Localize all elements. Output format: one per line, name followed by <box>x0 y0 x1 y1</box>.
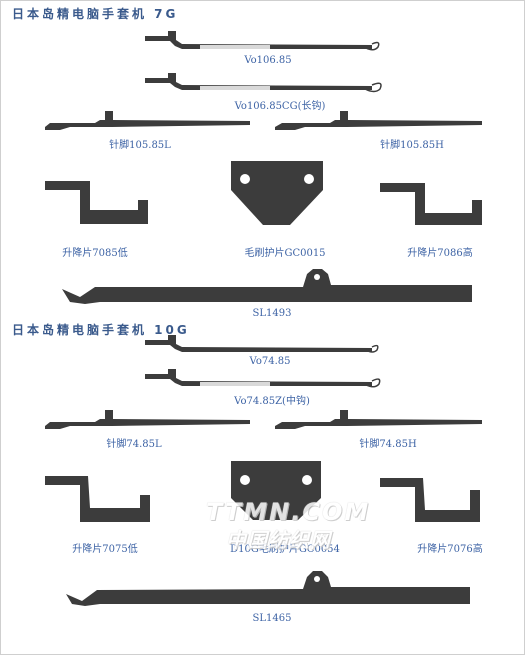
label-brush-gc0054: D10G毛刷护片GC0054 <box>230 544 340 555</box>
label-vo74-85z: Vo74.85Z(中钩) <box>234 396 310 407</box>
label-vo106-85: Vo106.85 <box>244 55 292 66</box>
label-jack-74-85h: 针脚74.85H <box>359 439 417 450</box>
label-lift-7076: 升降片7076高 <box>417 544 483 555</box>
label-lift-7085: 升降片7085低 <box>62 248 128 259</box>
label-sl1493: SL1493 <box>252 308 292 319</box>
label-sl1465: SL1465 <box>252 613 292 624</box>
label-jack-105-85l: 针脚105.85L <box>109 140 171 151</box>
label-brush-gc0015: 毛刷护片GC0015 <box>244 248 326 259</box>
watermark-domain: TTMN.COM <box>206 498 371 526</box>
label-jack-74-85l: 针脚74.85L <box>106 439 162 450</box>
section-title-7g: 日本岛精电脑手套机 7G <box>12 7 179 21</box>
label-jack-105-85h: 针脚105.85H <box>380 140 444 151</box>
label-lift-7086: 升降片7086高 <box>407 248 473 259</box>
section-title-10g: 日本岛精电脑手套机 10G <box>12 323 190 337</box>
watermark-chinese: 中国纺织网 <box>226 528 331 552</box>
label-vo74-85: Vo74.85 <box>249 356 291 367</box>
label-lift-7075: 升降片7075低 <box>72 544 138 555</box>
label-vo106-85cg: Vo106.85CG(长钩) <box>234 101 326 112</box>
